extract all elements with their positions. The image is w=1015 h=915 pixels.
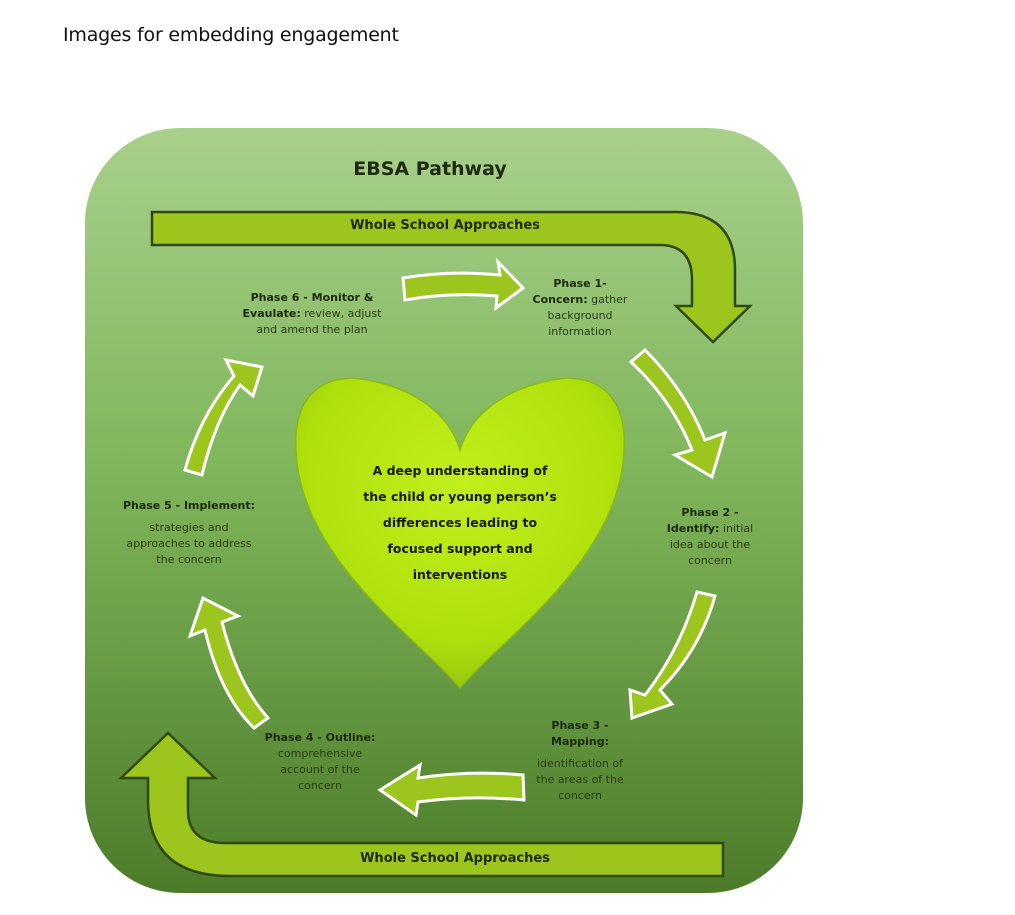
phase-1-line-3: information	[548, 325, 612, 338]
cycle-arrow-5-to-6	[183, 357, 264, 477]
heart-line-1: A deep understanding of	[372, 463, 548, 478]
bottom-band-label: Whole School Approaches	[360, 851, 550, 866]
phase-2-name: Identify:	[666, 522, 720, 535]
phase-3-line-1: identification of	[536, 757, 624, 770]
bottom-band-arrow	[117, 731, 725, 878]
phase-4-label: Phase 4 - Outline: comprehensive account…	[250, 730, 390, 794]
phase-2-label: Phase 2 - Identify: initial idea about t…	[655, 505, 765, 569]
phase-2-line-3: concern	[688, 554, 732, 567]
phase-4-title: Phase 4 - Outline:	[264, 731, 376, 744]
cycle-arrow-2-to-3	[628, 590, 717, 721]
phase-1-label: Phase 1- Concern: gather background info…	[520, 276, 640, 340]
phase-6-line-2: and amend the plan	[256, 323, 368, 336]
phase-3-name: Mapping:	[551, 735, 609, 748]
cycle-arrow-6-to-1	[401, 257, 526, 312]
heart-line-2: the child or young person’s	[363, 489, 557, 504]
heart-line-4: focused support and	[387, 541, 533, 556]
phase-5-line-3: the concern	[156, 553, 222, 566]
cycle-arrow-4-to-5	[187, 595, 271, 730]
phase-5-line-2: approaches to address	[126, 537, 252, 550]
phase-2-line-1: initial	[722, 522, 754, 535]
document-heading: Images for embedding engagement	[63, 24, 399, 46]
phase-1-title: Phase 1-	[553, 277, 607, 290]
cycle-arrow-1-to-2	[628, 347, 728, 480]
phase-3-title: Phase 3 -	[551, 719, 609, 732]
heart-shape	[295, 377, 625, 690]
phase-3-label: Phase 3 - Mapping: identification of the…	[520, 718, 640, 804]
phase-3-line-3: concern	[558, 789, 602, 802]
phase-6-label: Phase 6 - Monitor & Evaulate: review, ad…	[222, 290, 402, 338]
phase-4-line-2: account of the	[280, 763, 360, 776]
phase-4-line-3: concern	[298, 779, 342, 792]
phase-2-line-2: idea about the	[669, 538, 751, 551]
phase-4-line-1: comprehensive	[277, 747, 363, 760]
phase-5-label: Phase 5 - Implement: strategies and appr…	[108, 498, 270, 568]
heart-line-3: differences leading to	[382, 515, 538, 530]
phase-1-line-1: gather	[591, 293, 628, 306]
phase-6-name: Evaulate:	[242, 307, 301, 320]
phase-6-line-1: review, adjust	[304, 307, 382, 320]
phase-1-name: Concern:	[532, 293, 588, 306]
phase-2-title: Phase 2 -	[681, 506, 739, 519]
heart-line-5: interventions	[412, 567, 508, 582]
diagram-title: EBSA Pathway	[353, 158, 507, 180]
cycle-arrow-3-to-4	[377, 761, 526, 818]
phase-5-title: Phase 5 - Implement:	[122, 499, 256, 512]
top-band-arrow	[150, 210, 754, 344]
phase-1-line-2: background	[547, 309, 613, 322]
phase-6-title: Phase 6 - Monitor &	[250, 291, 374, 304]
top-band-label: Whole School Approaches	[350, 218, 540, 233]
phase-5-line-1: strategies and	[149, 521, 229, 534]
phase-3-line-2: the areas of the	[536, 773, 624, 786]
heart-text: A deep understanding of the child or you…	[340, 458, 580, 588]
